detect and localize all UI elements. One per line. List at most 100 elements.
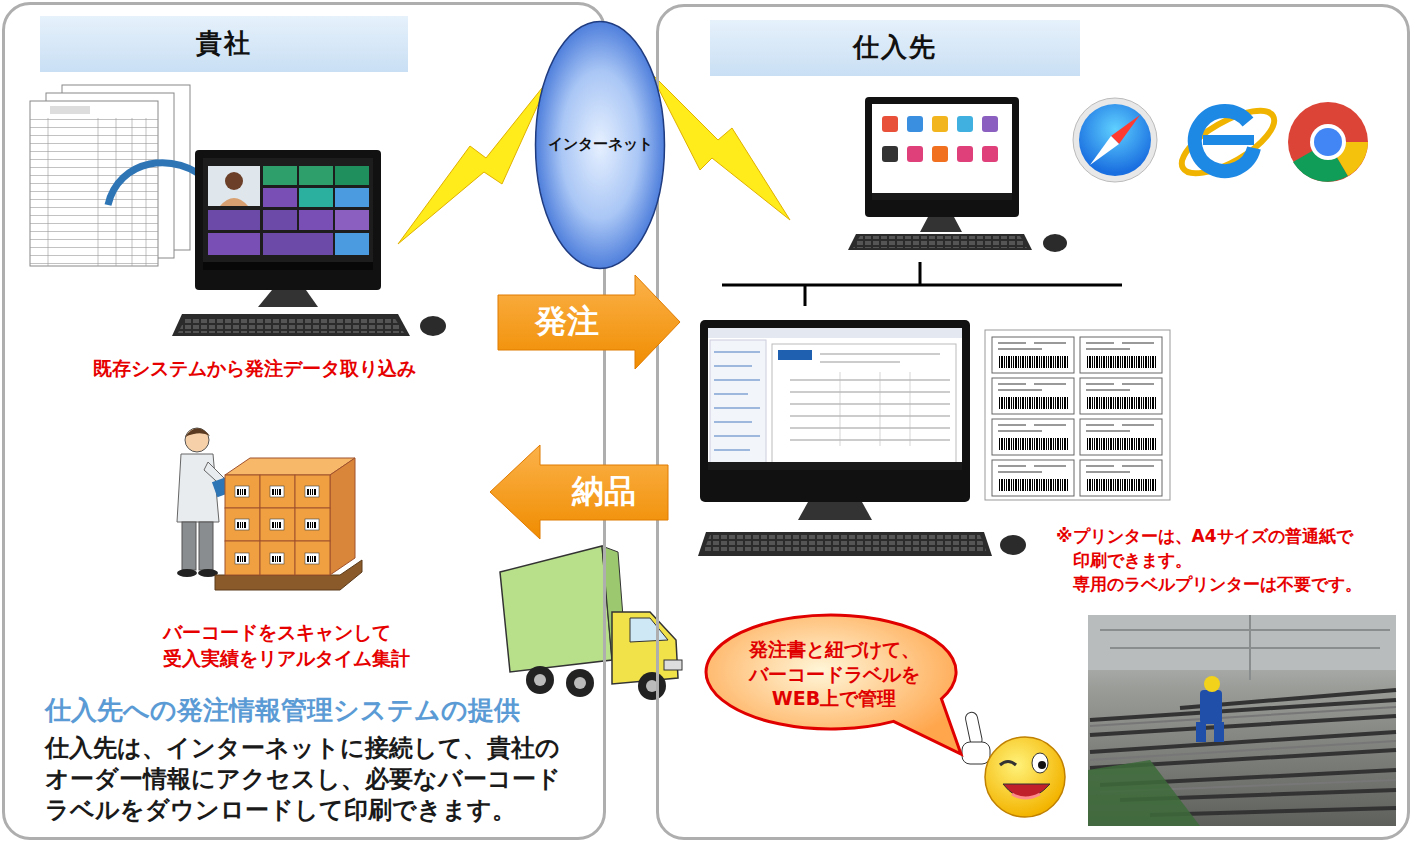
- label-sheet-part: [992, 460, 1074, 496]
- company-computer-part: [299, 210, 333, 230]
- supplier-computer-main-part: [703, 535, 987, 553]
- browser-icons-part: [1111, 115, 1140, 144]
- company-computer-part: [208, 210, 260, 230]
- supplier-computer-main-part: [790, 354, 950, 440]
- network-line-part: [722, 262, 1122, 306]
- service-heading: 仕入先への発注情報管理システムの提供: [45, 694, 520, 728]
- supplier-computer-main-part: [778, 350, 812, 360]
- browser-icons-part: [1173, 99, 1283, 186]
- pallet-boxes-part: [305, 553, 319, 564]
- company-computer-part: [299, 166, 333, 185]
- company-computer-part: [335, 210, 369, 230]
- factory-photo-part: [1196, 722, 1206, 742]
- lightning-part: [398, 78, 550, 244]
- browser-icons-part: [1195, 111, 1254, 171]
- warehouse-worker-part: [199, 522, 213, 570]
- label-sheet-part: [1080, 337, 1162, 373]
- supplier-computer-top-part: [872, 193, 1012, 200]
- service-body: 仕入先は、インターネットに接続して、貴社の オーダー情報にアクセスし、必要なバー…: [45, 733, 567, 827]
- browser-icons-part: [1310, 124, 1346, 160]
- pallet-boxes-part: [295, 475, 330, 508]
- pallet-boxes-part: [270, 519, 284, 530]
- supplier-computer-main-part: [698, 532, 992, 556]
- browser-icons-part: [1203, 135, 1254, 145]
- label-sheet-part: [992, 419, 1074, 455]
- printer-note: ※プリンターは、A4サイズの普通紙で 印刷できます。 専用のラベルプリンターは不…: [1056, 524, 1404, 596]
- supplier-computer-main-part: [798, 502, 872, 520]
- speech-bubble: 発注書と紐づけて、 バーコードラベルを WEB上で管理: [703, 612, 965, 740]
- paper-stack: [30, 85, 190, 266]
- supplier-computer-top-part: [932, 116, 948, 132]
- panel-heading: 貴社: [196, 27, 252, 61]
- company-computer-part: [299, 188, 333, 207]
- smiley-pointer-part: [1003, 784, 1050, 798]
- company-computer-part: [263, 233, 333, 255]
- supplier-computer-top-part: [982, 116, 998, 132]
- pallet-boxes-part: [235, 486, 249, 497]
- supplier-computer-main-part: [700, 320, 970, 502]
- supplier-computer-main-part: [708, 328, 962, 338]
- smiley-pointer-part: [962, 742, 990, 764]
- header-band: 貴社: [40, 16, 408, 72]
- pallet-boxes-part: [330, 458, 355, 575]
- scan-note-wrap: バーコードをスキャンして 受入実績をリアルタイム集計: [163, 620, 425, 671]
- company-computer: [172, 150, 446, 336]
- text-area: 納品: [540, 443, 668, 541]
- pallet-boxes-part: [260, 475, 295, 508]
- smiley-pointer-part: [1012, 794, 1040, 798]
- supplier-computer-top-part: [848, 234, 1032, 250]
- factory-photo: [1088, 615, 1396, 826]
- company-computer-part: [220, 198, 248, 206]
- browser-icons: [1073, 98, 1368, 185]
- printer-note-wrap: ※プリンターは、A4サイズの普通紙で 印刷できます。 専用のラベルプリンターは不…: [1056, 524, 1404, 596]
- delivery-truck: [500, 546, 682, 700]
- company-computer-part: [263, 166, 297, 185]
- company-computer-part: [335, 166, 369, 185]
- supplier-computer-top-part: [932, 146, 948, 162]
- company-computer-part: [335, 233, 369, 255]
- factory-photo-part: [1214, 722, 1224, 742]
- company-computer-part: [258, 290, 318, 307]
- delivery-truck-part: [630, 618, 668, 642]
- arrow-shape: [490, 445, 668, 539]
- network-line: [722, 262, 1122, 306]
- supplier-computer-top-part: [853, 236, 1027, 248]
- browser-icons-part: [1073, 98, 1157, 182]
- pallet-boxes-part: [235, 553, 249, 564]
- label-sheet-part: [985, 330, 1170, 500]
- text-area: インターネット: [540, 20, 660, 270]
- warehouse-worker-part: [182, 522, 196, 570]
- smiley-pointer-part: [1000, 762, 1016, 766]
- panel-heading: 仕入先: [853, 31, 937, 65]
- pallet-boxes: [215, 458, 362, 590]
- delivery-truck-part: [526, 666, 554, 694]
- warehouse-worker-part: [177, 569, 197, 577]
- pallet-boxes-part: [225, 475, 260, 508]
- ellipse-shape: [536, 22, 665, 269]
- browser-icons-part: [1288, 102, 1368, 182]
- company-computer-part: [208, 166, 260, 206]
- supplier-computer-top-part: [1043, 234, 1067, 252]
- shape-label: 納品: [572, 471, 636, 513]
- supplier-computer-top-part: [882, 146, 898, 162]
- label-sheet-part: [1080, 419, 1162, 455]
- bubble-text: 発注書と紐づけて、 バーコードラベルを WEB上で管理: [739, 637, 929, 711]
- label-sheet: [985, 330, 1170, 500]
- factory-photo-part: [1100, 615, 1390, 680]
- supplier-computer-top: [848, 97, 1067, 252]
- company-computer-part: [203, 262, 373, 270]
- import-arrow-part: [108, 163, 210, 205]
- company-computer-part: [178, 317, 404, 333]
- company-computer-part: [263, 188, 297, 207]
- delivery-truck-part: [638, 672, 666, 700]
- smiley-pointer-part: [1038, 761, 1046, 769]
- company-computer-part: [203, 158, 373, 270]
- smiley-pointer: [962, 711, 1065, 817]
- browser-icons-part: [1090, 136, 1119, 165]
- header-band: 仕入先: [710, 20, 1080, 76]
- supplier-computer-top-part: [872, 104, 1012, 200]
- pallet-boxes-part: [295, 508, 330, 541]
- supplier-computer-top-part: [907, 116, 923, 132]
